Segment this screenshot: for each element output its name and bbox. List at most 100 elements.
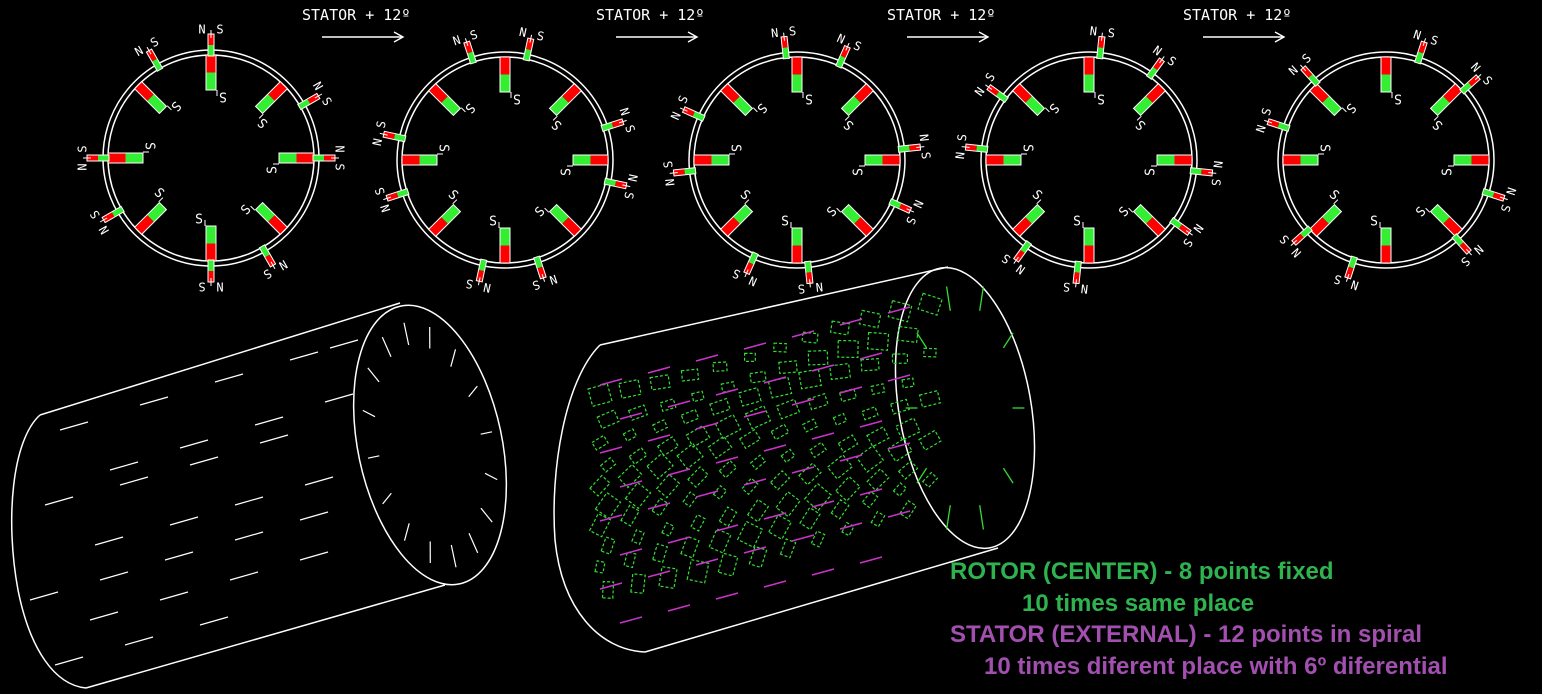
rotor-magnet-mark — [826, 453, 854, 480]
stator-magnet — [1481, 188, 1506, 202]
rotor-magnet-mark — [891, 353, 909, 365]
rotor-magnet-mark — [808, 441, 827, 459]
stator-point-mark — [887, 510, 911, 518]
rotor-magnet — [1429, 82, 1464, 117]
stator-point-mark — [743, 478, 767, 486]
rotor-magnet-mark — [918, 389, 942, 408]
rotor-magnet-mark — [587, 382, 613, 408]
rotor-pole-label: S — [852, 168, 867, 176]
stator-pole-label: N — [1349, 277, 1360, 293]
rotor-pole-label: S — [1441, 168, 1456, 176]
rotor-magnet — [1132, 203, 1167, 238]
stator-pole-label: N — [1150, 43, 1164, 59]
rotor-point-mark — [234, 496, 264, 506]
rotor-magnet-mark — [594, 560, 606, 574]
stator-pole-label: S — [675, 93, 691, 105]
rotor-magnet-mark — [798, 462, 822, 486]
stator-pole-label: N — [1253, 123, 1269, 134]
stator-pole-label: S — [465, 276, 475, 291]
rotor-magnet-mark — [801, 331, 819, 344]
stator-pole-label: N — [815, 280, 824, 295]
stator-point-mark — [695, 558, 719, 566]
stator-magnet — [986, 83, 1009, 104]
stator-point-mark — [811, 568, 835, 576]
stator-point-mark — [647, 502, 671, 510]
rotor-point-mark — [94, 536, 124, 546]
rotor-pole-label: S — [168, 98, 184, 114]
stator-pole-label: N — [835, 31, 847, 47]
stator-pole-label: N — [310, 79, 326, 92]
rotor-pole-label: S — [1073, 215, 1081, 230]
stator-pole-label: N — [198, 23, 205, 37]
rotor-point-mark — [119, 476, 149, 486]
stator-pole-label: S — [1299, 51, 1314, 66]
rotor-pole-label: S — [195, 213, 203, 228]
stator-pole-label: N — [1014, 261, 1028, 277]
rotor-magnet — [107, 152, 144, 164]
rotor-face-mark — [403, 523, 410, 541]
rotor-magnet — [719, 203, 754, 238]
legend: ROTOR (CENTER) - 8 points fixed 10 times… — [950, 556, 1448, 682]
rotor-magnet-mark — [736, 520, 764, 549]
rotor-magnet-mark — [866, 468, 890, 492]
stator-legend-line2: 10 times diferent place with 6º diferent… — [984, 652, 1448, 680]
rotor-magnet-mark — [775, 490, 801, 518]
rotor-point-mark — [299, 551, 329, 561]
stator-magnet — [672, 167, 697, 177]
stator-point-mark — [599, 582, 623, 590]
rotor-face-mark — [403, 322, 410, 346]
rotor-pole-label: S — [1046, 100, 1062, 116]
rotor-magnet-mark — [623, 551, 637, 569]
rotor-magnet-mark — [749, 370, 767, 384]
stator-point-mark — [811, 432, 835, 440]
rotor-magnet-mark — [682, 491, 698, 508]
rotor-magnet-mark — [837, 434, 859, 454]
rotor-magnet-mark — [773, 342, 788, 353]
rotor-magnet — [133, 80, 168, 115]
stator-pole-label: N — [76, 163, 90, 170]
rotor-magnet — [840, 82, 875, 117]
rotor-magnet — [205, 54, 217, 91]
rotor-point-mark — [229, 571, 259, 581]
rotor-magnet-mark — [691, 390, 705, 403]
step-arrow-4: STATOR + 12º — [1183, 6, 1291, 43]
stator-magnet — [804, 260, 814, 285]
rotor-magnet-mark — [656, 436, 680, 457]
rotor-point-mark — [199, 616, 229, 626]
rotor-pole-label: S — [1133, 117, 1149, 133]
rotor-pole-label: S — [151, 185, 167, 201]
stator-point-mark — [839, 454, 863, 462]
rotor-magnet-mark — [780, 448, 796, 464]
stator-pole-label: N — [1468, 60, 1483, 75]
rotor-face-mark — [450, 544, 457, 568]
stator-pole-label: N — [1503, 186, 1519, 197]
rotor-magnet — [499, 227, 511, 264]
rotor-magnet-mark — [630, 573, 646, 594]
rotor-magnet-mark — [712, 361, 728, 372]
rotor-magnet — [1429, 203, 1464, 238]
rotor-magnet-mark — [655, 473, 681, 499]
rotor-magnet — [1011, 203, 1046, 238]
rotor-magnet-mark — [661, 521, 675, 537]
rotor-face-mark — [480, 507, 493, 523]
stator-pole-label: N — [1080, 281, 1089, 296]
stator-pole-label: N — [917, 133, 932, 142]
stator-point-mark — [791, 398, 815, 406]
rotor-magnet-mark — [591, 434, 609, 451]
stator-point-mark — [695, 354, 719, 362]
stator-point-mark — [763, 512, 787, 520]
stator-pole-label: S — [1429, 33, 1440, 49]
rotor-magnet — [791, 227, 803, 264]
rotor-magnet — [133, 201, 168, 236]
rotor-pole-label: S — [781, 215, 789, 230]
rotor-magnet-mark — [680, 368, 700, 382]
stator-point-mark — [887, 306, 911, 314]
stator-pole-label: N — [548, 272, 559, 288]
rotor-magnet-mark — [829, 362, 851, 381]
rotor-magnet — [1011, 82, 1046, 117]
stator-magnet — [475, 258, 488, 283]
rotor-magnet-mark — [778, 360, 798, 375]
stator-pole-label: S — [1165, 54, 1179, 70]
